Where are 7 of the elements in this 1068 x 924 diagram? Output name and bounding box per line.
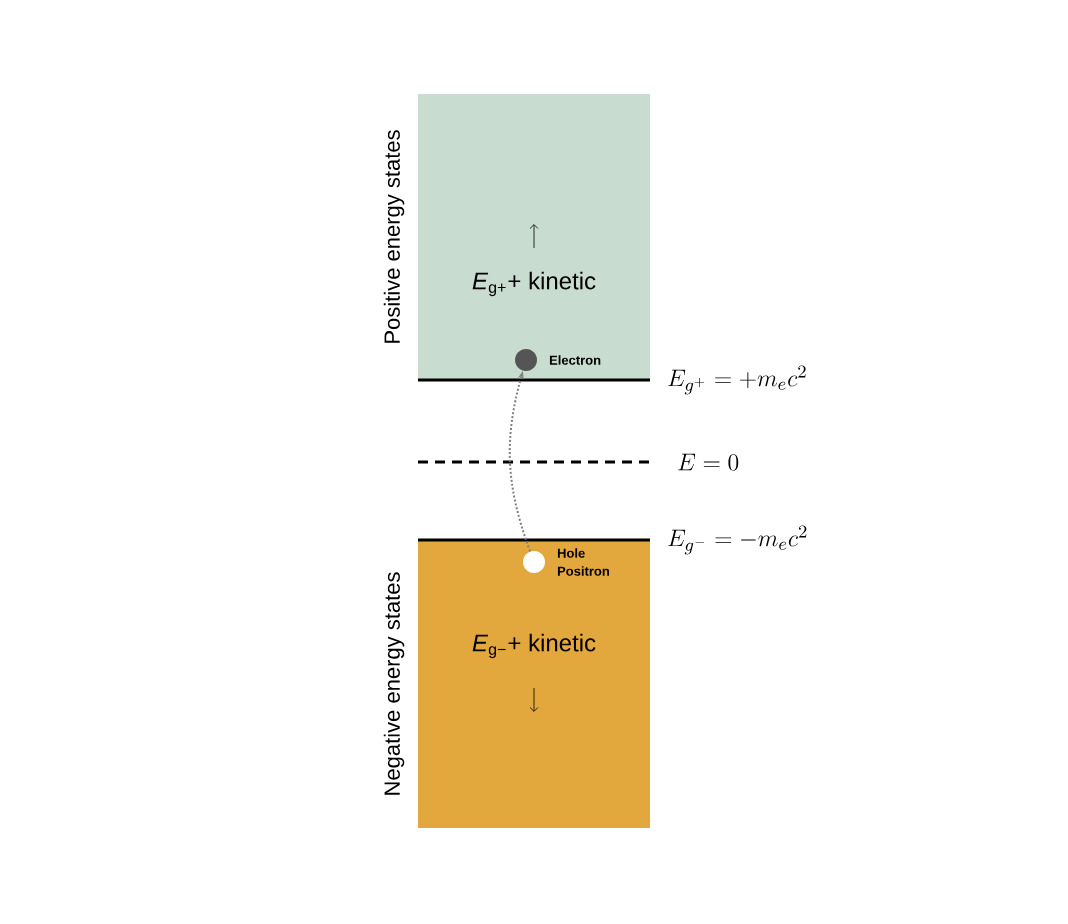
energy-formula: $E_{g^+} = + m_e c^2$ — [668, 365, 806, 395]
axis-label: Positive energy states — [383, 130, 405, 343]
energy-formula: $E = 0$ — [678, 453, 739, 471]
axis-label: Negative energy states — [383, 572, 405, 795]
particle-dot — [515, 349, 537, 371]
energy-formula: $E_{g^-} = - m_e c^2$ — [668, 525, 807, 555]
particle-dot — [523, 551, 545, 573]
